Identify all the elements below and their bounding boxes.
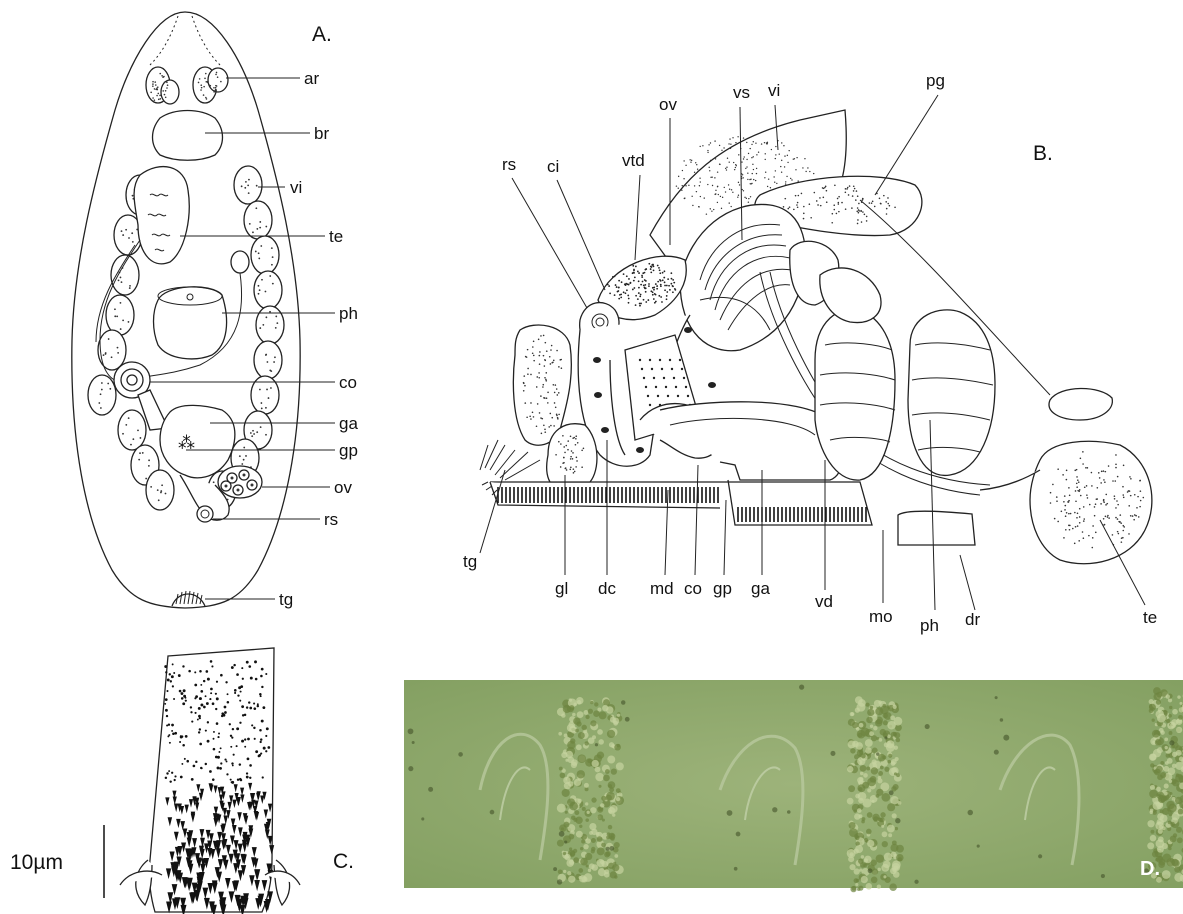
label-b-dr: dr	[965, 610, 980, 629]
panel-a: ⁂ A. ar br vi te ph c	[72, 12, 359, 609]
label-b-ga: ga	[751, 579, 770, 598]
label-tg: tg	[279, 590, 293, 609]
label-b-vd: vd	[815, 592, 833, 611]
pharynx	[154, 287, 227, 359]
testis-b	[1030, 441, 1152, 563]
label-b-ov: ov	[659, 95, 677, 114]
panel-d-title: D.	[1140, 858, 1160, 880]
scale-label: 10µm	[10, 851, 63, 874]
label-b-co: co	[684, 579, 702, 598]
label-rs: rs	[324, 510, 338, 529]
label-co: co	[339, 373, 357, 392]
label-vi: vi	[290, 178, 302, 197]
panel-a-title: A.	[312, 23, 332, 46]
panel-c-title: C.	[333, 850, 354, 873]
label-b-tg: tg	[463, 552, 477, 571]
pharynx-b	[815, 309, 995, 480]
receptaculum-seminis	[197, 506, 213, 522]
panel-b-title: B.	[1033, 142, 1053, 165]
label-b-vtd: vtd	[622, 151, 645, 170]
label-b-md: md	[650, 579, 674, 598]
label-b-gl: gl	[555, 579, 568, 598]
label-b-dc: dc	[598, 579, 616, 598]
label-b-gp: gp	[713, 579, 732, 598]
label-b-pg: pg	[926, 71, 945, 90]
panel-b: B. vi vs ov vtd pg ci rs tg gl dc md co …	[463, 71, 1157, 635]
label-b-vs: vs	[733, 83, 750, 102]
label-gp: gp	[339, 441, 358, 460]
label-ga: ga	[339, 414, 358, 433]
label-b-vi: vi	[768, 81, 780, 100]
label-br: br	[314, 124, 329, 143]
epidermis	[490, 480, 975, 545]
brain	[153, 111, 223, 161]
label-ph: ph	[339, 304, 358, 323]
svg-text:⁂: ⁂	[178, 433, 195, 452]
panel-c: 10µm C.	[10, 648, 354, 914]
label-ov: ov	[334, 478, 352, 497]
panel-d-photo: D.	[404, 680, 1183, 892]
label-b-mo: mo	[869, 607, 893, 626]
label-b-rs: rs	[502, 155, 516, 174]
label-b-ph: ph	[920, 616, 939, 635]
label-b-ci: ci	[547, 157, 559, 176]
label-te: te	[329, 227, 343, 246]
label-ar: ar	[304, 69, 319, 88]
label-b-te: te	[1143, 608, 1157, 627]
